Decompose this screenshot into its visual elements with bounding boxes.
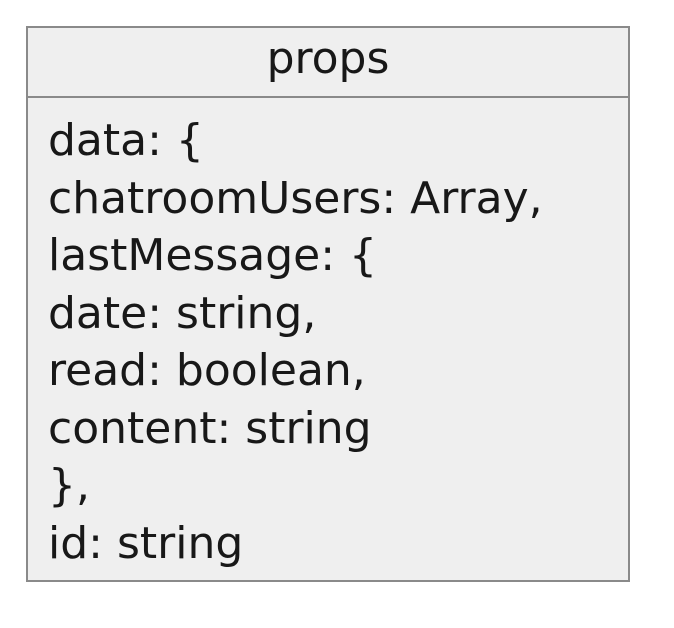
field-line: id: string (48, 517, 244, 569)
field-line: read: boolean, (48, 345, 366, 396)
field-line: content: string (48, 402, 372, 454)
field-line: date: string, (48, 287, 317, 339)
class-fields: data: { chatroomUsers: Array, lastMessag… (28, 98, 628, 572)
field-line: chatroomUsers: Array, (48, 172, 543, 224)
field-line: data: { (48, 115, 204, 166)
field-line: }, (48, 460, 90, 511)
class-title: props (28, 28, 628, 98)
uml-class-box: props data: { chatroomUsers: Array, last… (26, 26, 630, 582)
field-line: lastMessage: { (48, 230, 378, 281)
